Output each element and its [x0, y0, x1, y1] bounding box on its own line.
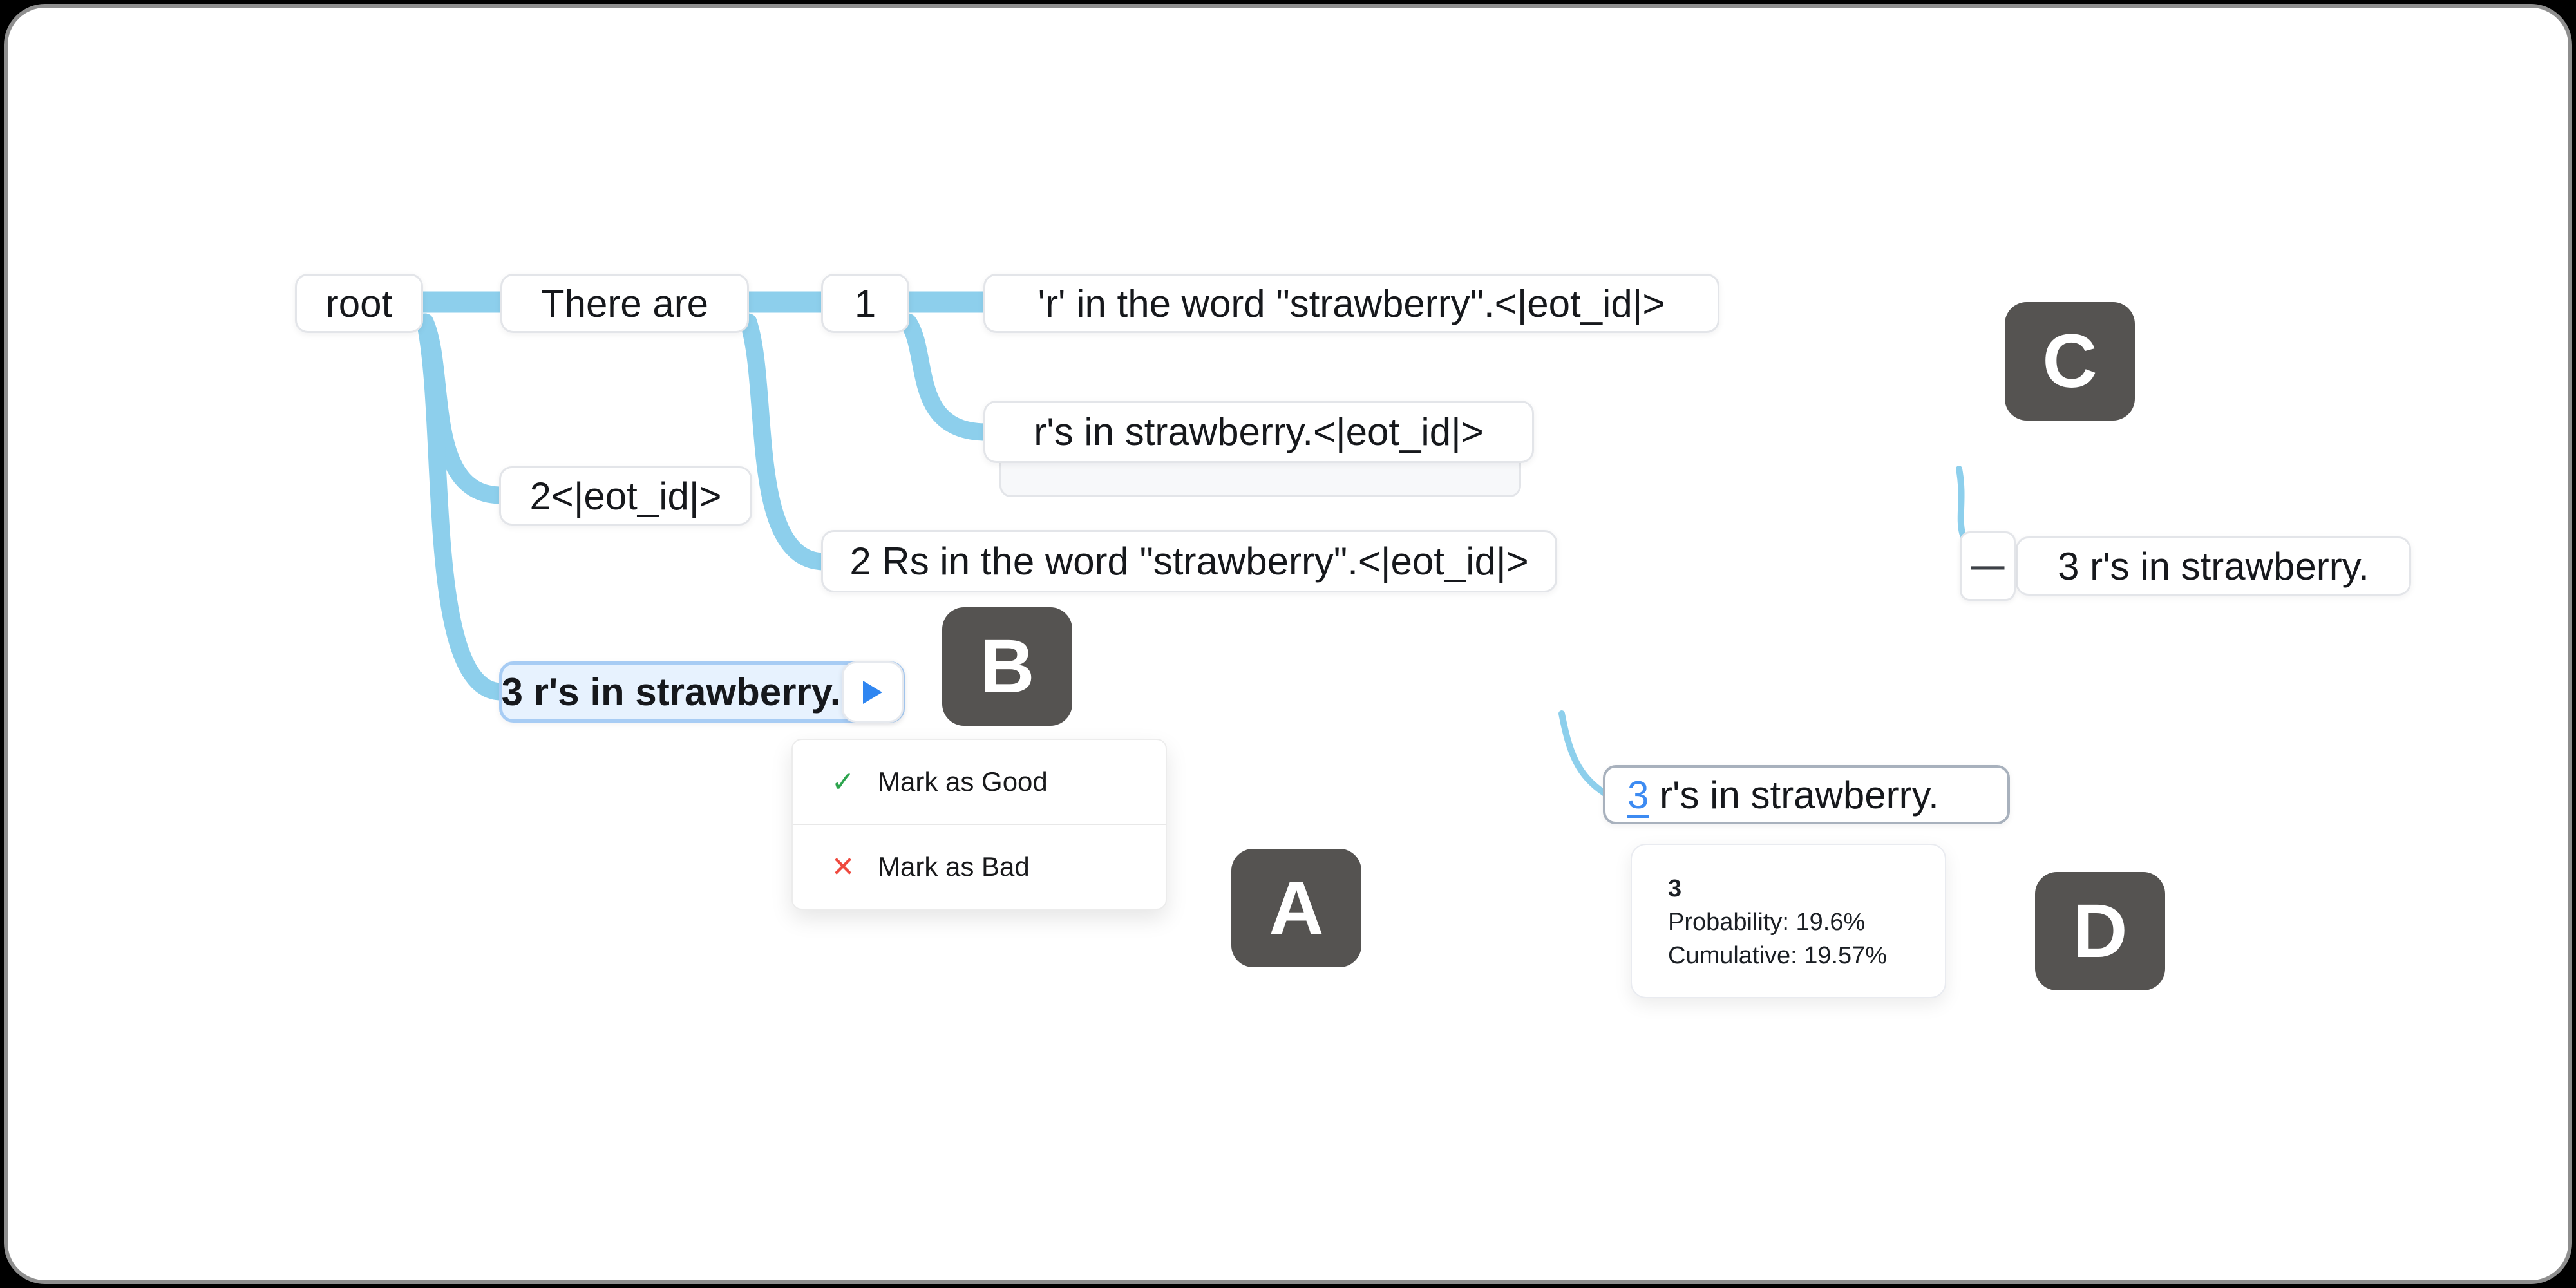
- annotation-label-C: C: [2005, 302, 2135, 421]
- node-label-rest: r's in strawberry.: [1649, 773, 1939, 817]
- token-link[interactable]: 3: [1627, 773, 1649, 817]
- context-menu: ✓ Mark as Good ✕ Mark as Bad: [791, 739, 1167, 910]
- collapse-button[interactable]: —: [1960, 531, 2016, 601]
- selected-node-label: 3 r's in strawberry.: [501, 670, 841, 714]
- play-button[interactable]: [842, 661, 904, 723]
- app-frame: root There are 1 'r' in the word "strawberr…: [4, 4, 2572, 1284]
- annotation-label-A: A: [1231, 849, 1361, 967]
- node-three-rs-collapse[interactable]: 3 r's in strawberry.: [2016, 536, 2411, 596]
- menu-item-label: Mark as Bad: [878, 851, 1030, 882]
- probability-tooltip: 3 Probability: 19.6% Cumulative: 19.57%: [1631, 844, 1946, 998]
- annotation-label-D: D: [2035, 872, 2165, 990]
- node-two-eot[interactable]: 2<|eot_id|>: [499, 466, 752, 526]
- tree-edge: [1558, 710, 1608, 797]
- node-three-rs-linked[interactable]: 3 r's in strawberry.: [1603, 765, 2010, 824]
- tooltip-token: 3: [1668, 875, 1682, 902]
- node-three-rs-selected[interactable]: 3 r's in strawberry.: [499, 661, 905, 723]
- tree-edge: [899, 313, 996, 441]
- tree-edge: [739, 313, 833, 571]
- menu-item-mark-good[interactable]: ✓ Mark as Good: [793, 740, 1166, 824]
- node-there-are[interactable]: There are: [500, 274, 749, 333]
- node-two-rs[interactable]: 2 Rs in the word "strawberry".<|eot_id|>: [821, 530, 1557, 592]
- x-icon: ✕: [831, 851, 855, 883]
- tree-edge: [416, 313, 510, 701]
- edge-layer: [416, 291, 1980, 797]
- tree-canvas: root There are 1 'r' in the word "strawberr…: [8, 8, 2568, 1280]
- node-r-in-the-word[interactable]: 'r' in the word "strawberry".<|eot_id|>: [983, 274, 1719, 333]
- menu-item-mark-bad[interactable]: ✕ Mark as Bad: [793, 825, 1166, 909]
- menu-divider: [793, 824, 1166, 825]
- tooltip-probability: Probability: 19.6%: [1668, 909, 1866, 936]
- annotation-label-B: B: [942, 607, 1072, 726]
- node-one[interactable]: 1: [821, 274, 909, 333]
- tooltip-cumulative: Cumulative: 19.57%: [1668, 942, 1888, 969]
- node-root[interactable]: root: [295, 274, 423, 333]
- menu-item-label: Mark as Good: [878, 766, 1048, 797]
- node-rs-in-strawberry[interactable]: r's in strawberry.<|eot_id|>: [983, 401, 1534, 463]
- minus-icon: —: [1971, 547, 2005, 585]
- play-icon: [863, 680, 882, 704]
- check-icon: ✓: [831, 766, 855, 798]
